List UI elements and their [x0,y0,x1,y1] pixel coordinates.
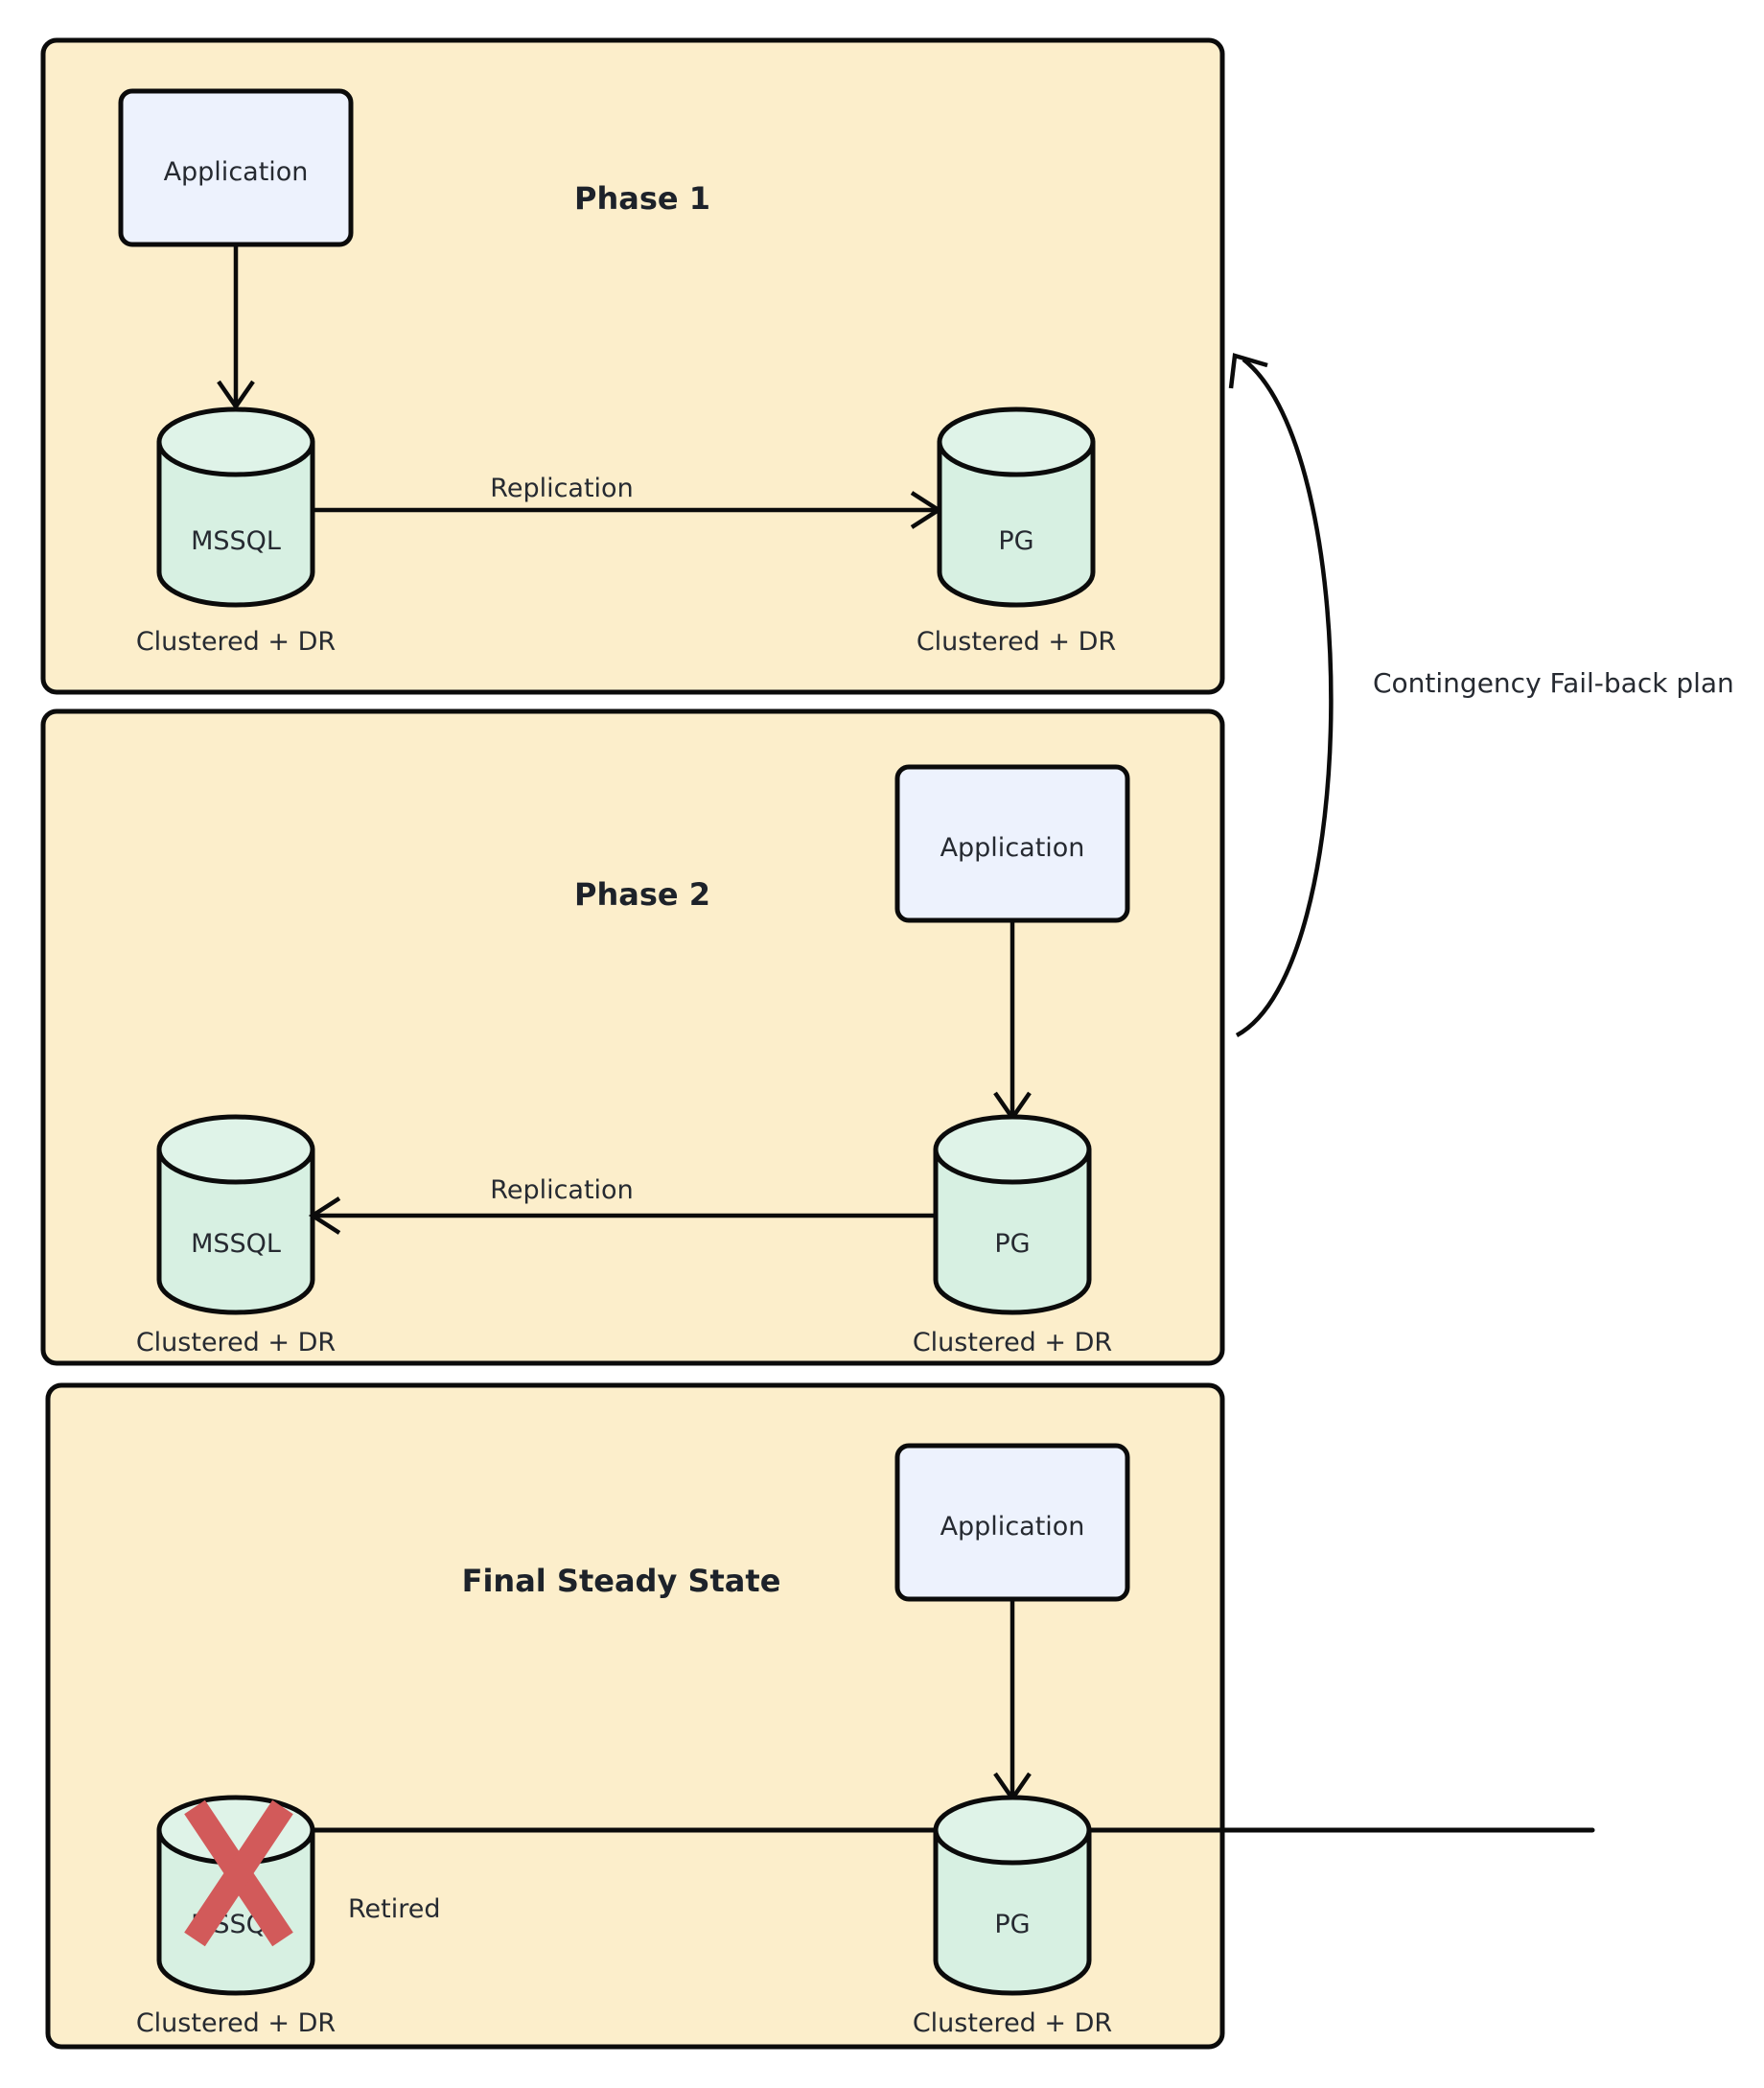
replication-label: Replication [490,474,633,503]
phase-2-application-node[interactable]: Application [894,764,1130,923]
cylinder-body [156,1147,315,1315]
application-label: Application [940,1512,1085,1542]
mssql-sublabel: Clustered + DR [136,2008,336,2038]
phase-1-edge-replication: Replication [314,474,943,529]
cylinder-top [933,1795,1092,1866]
application-box[interactable] [118,88,354,247]
contingency-failback-annotation: Contingency Fail-back plan [1228,353,1734,1037]
phase-1-pg-node[interactable]: PG Clustered + DR [917,406,1116,657]
final-pg-node[interactable]: PG Clustered + DR [913,1795,1112,2038]
mssql-sublabel: Clustered + DR [136,627,336,657]
phase-2-pg-node[interactable]: PG Clustered + DR [913,1114,1112,1357]
cylinder-body [933,1147,1092,1315]
phase-1-application-node[interactable]: Application [118,88,354,247]
cylinder-body [156,1827,315,1996]
contingency-failback-label: Contingency Fail-back plan [1373,667,1734,699]
phase-2-group: Phase 2 Application MSSQL Clustered + DR [40,708,1225,1366]
mssql-sublabel: Clustered + DR [136,1328,336,1357]
phase-2-edge-replication: Replication [308,1175,935,1235]
pg-label: PG [994,1910,1030,1939]
arrow-head-left-icon [308,1196,341,1235]
arrow-head-up-left-icon [1228,353,1268,389]
final-application-node[interactable]: Application [894,1443,1130,1602]
pg-sublabel: Clustered + DR [913,1328,1112,1357]
phase-2-title: Phase 2 [574,876,710,913]
pg-label: PG [994,1229,1030,1259]
application-box[interactable] [894,1443,1130,1602]
replication-label: Replication [490,1175,633,1205]
retired-x-icon [184,1799,293,1947]
cylinder-body [933,1827,1092,1996]
pg-label: PG [998,526,1033,556]
phase-1-title: Phase 1 [574,180,710,217]
application-label: Application [164,157,309,187]
pg-sublabel: Clustered + DR [917,627,1116,657]
mssql-label: MSSQL [191,526,281,556]
mssql-label: MSSQL [191,1229,281,1259]
phase-2-mssql-node[interactable]: MSSQL Clustered + DR [136,1114,336,1357]
failback-curve [1235,358,1334,1037]
cylinder-top [933,1114,1092,1185]
application-box[interactable] [894,764,1130,923]
cylinder-body [156,439,315,608]
cylinder-body [937,439,1096,608]
cylinder-top [156,406,315,477]
final-steady-state-title: Final Steady State [462,1563,781,1599]
phase-1-edge-app-to-mssql [217,245,255,410]
retired-label: Retired [348,1894,441,1924]
arrow-head-down-icon [217,380,255,410]
pg-sublabel: Clustered + DR [913,2008,1112,2038]
cylinder-top [156,1114,315,1185]
phase-1-group: Phase 1 Application MSSQL Clustered + DR [40,37,1225,695]
application-label: Application [940,833,1085,863]
final-mssql-node-retired[interactable]: MSSQL Clustered + DR Retired [136,1795,1595,2038]
final-steady-state-group: Final Steady State Application MSSQL [45,1382,1595,2050]
phase-1-mssql-node[interactable]: MSSQL Clustered + DR [136,406,336,657]
cylinder-top [937,406,1096,477]
